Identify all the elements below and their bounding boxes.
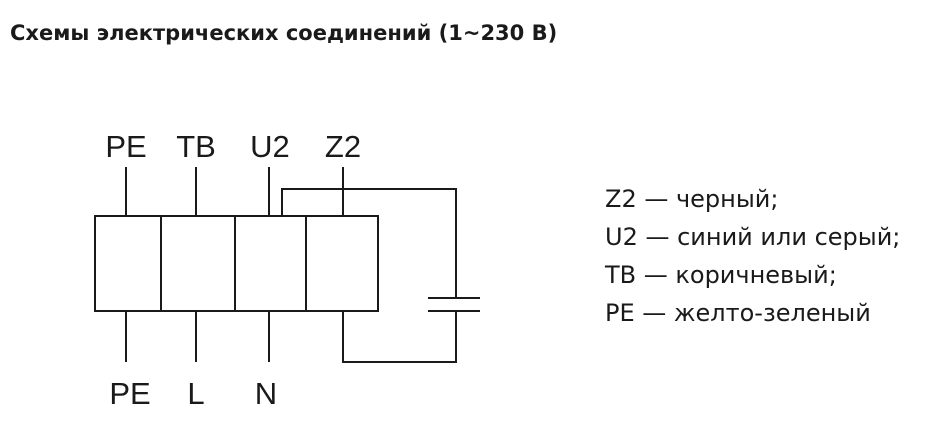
legend-item-z2: Z2 — черный; <box>605 185 779 213</box>
legend-item-pe: PE — желто-зеленый <box>605 299 871 327</box>
capacitor-wire-bottom <box>342 311 457 363</box>
label-top-z2: Z2 <box>325 129 361 164</box>
label-top-u2: U2 <box>250 129 290 164</box>
label-top-tb: TB <box>176 129 216 164</box>
wire-color-legend: Z2 — черный; U2 — синий или серый; TB — … <box>605 180 900 332</box>
page-title: Схемы электрических соединений (1~230 В) <box>10 21 558 45</box>
label-bottom-l: L <box>187 376 204 411</box>
legend-item-u2: U2 — синий или серый; <box>605 223 901 251</box>
label-top-pe: PE <box>105 129 146 164</box>
label-bottom-pe: PE <box>109 376 150 411</box>
legend-item-tb: TB — коричневый; <box>605 261 837 289</box>
capacitor-wire-top <box>281 188 457 298</box>
terminal-block <box>94 215 379 312</box>
label-bottom-n: N <box>255 376 277 411</box>
